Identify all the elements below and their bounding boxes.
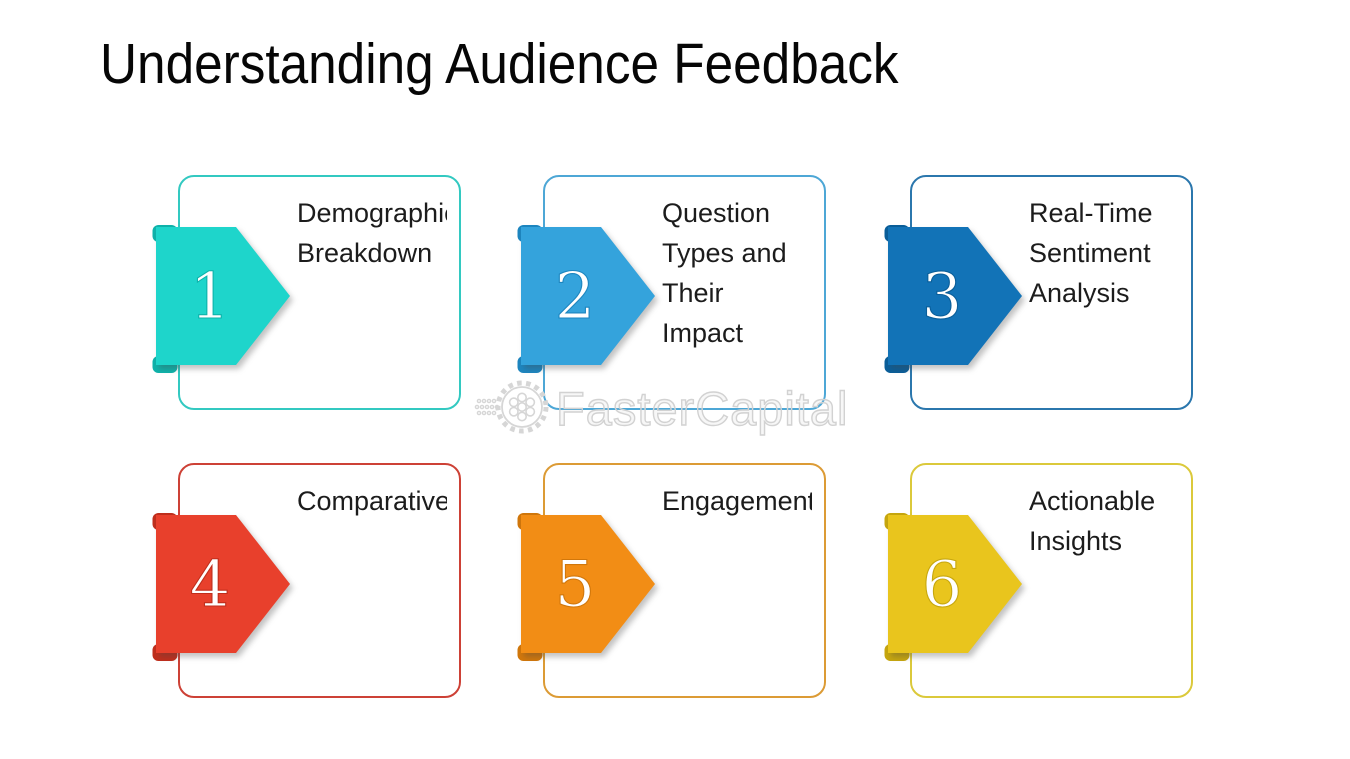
step-number: 3 (922, 260, 963, 334)
step-card-3: 3 Real-Time Sentiment Analysis (884, 175, 1193, 410)
step-number: 6 (922, 548, 963, 622)
step-label-line: Question (662, 198, 771, 228)
step-card-4: 4 Comparative (152, 463, 461, 698)
arrow-ribbon: 5 (517, 513, 655, 661)
step-label-line: Insights (1029, 526, 1123, 556)
step-label-line: Breakdown (297, 238, 433, 268)
step-label-line: Real-Time (1029, 198, 1153, 228)
step-card-6: 6 Actionable Insights (884, 463, 1193, 698)
step-label-line: Sentiment (1029, 238, 1151, 268)
step-number: 4 (190, 548, 231, 622)
step-label: Real-Time Sentiment Analysis (1029, 193, 1179, 393)
step-card-5: 5 Engagement (517, 463, 826, 698)
step-label: Comparative (297, 481, 447, 681)
step-label: Engagement (662, 481, 812, 681)
page-title: Understanding Audience Feedback (100, 32, 899, 96)
arrow-ribbon: 4 (152, 513, 290, 661)
step-label-line: Types and (662, 238, 787, 268)
step-label-line: Engagement (662, 486, 812, 516)
step-card-1: 1 Demographic Breakdown (152, 175, 461, 410)
step-label-line: Impact (662, 318, 744, 348)
arrow-ribbon: 3 (884, 225, 1022, 373)
step-number: 5 (555, 548, 596, 622)
step-number: 2 (555, 260, 596, 334)
arrow-ribbon: 2 (517, 225, 655, 373)
gear-icon (474, 380, 549, 434)
step-label-line: Analysis (1029, 278, 1130, 308)
step-label: Question Types and Their Impact (662, 193, 812, 393)
step-label-line: Demographic (297, 198, 447, 228)
step-number: 1 (190, 260, 231, 334)
step-card-2: 2 Question Types and Their Impact (517, 175, 826, 410)
step-label-line: Comparative (297, 486, 447, 516)
step-label: Demographic Breakdown (297, 193, 447, 393)
step-label: Actionable Insights (1029, 481, 1179, 681)
step-label-line: Their (662, 278, 724, 308)
arrow-ribbon: 1 (152, 225, 290, 373)
arrow-ribbon: 6 (884, 513, 1022, 661)
step-label-line: Actionable (1029, 486, 1156, 516)
